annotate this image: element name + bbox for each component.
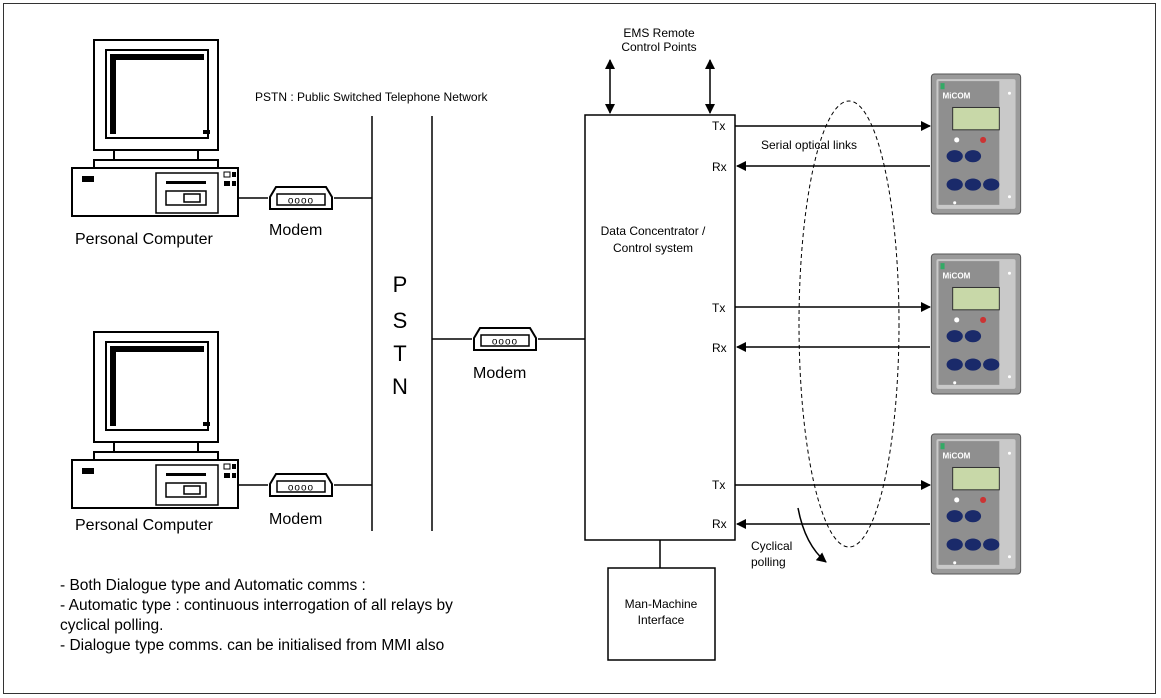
personal-computer-icon bbox=[71, 39, 239, 217]
note-line: - Both Dialogue type and Automatic comms… bbox=[60, 577, 366, 594]
tx-label: Tx bbox=[712, 301, 725, 315]
protection-relay-icon bbox=[930, 73, 1022, 215]
modem-icon bbox=[269, 473, 333, 497]
tx-label: Tx bbox=[712, 119, 725, 133]
ems-label-line1: EMS Remote bbox=[623, 26, 695, 40]
polling-arrow bbox=[797, 507, 827, 563]
rx-label: Rx bbox=[712, 517, 727, 531]
modem-label: Modem bbox=[473, 365, 526, 382]
concentrator-label-line1: Data Concentrator / bbox=[601, 224, 706, 238]
tx-label: Tx bbox=[712, 478, 725, 492]
mmi-box bbox=[607, 567, 716, 661]
rx-label: Rx bbox=[712, 160, 727, 174]
polling-label-line2: polling bbox=[751, 555, 786, 569]
personal-computer-label: Personal Computer bbox=[75, 517, 214, 534]
polling-ellipse bbox=[798, 100, 900, 548]
serial-links-label: Serial optical links bbox=[761, 138, 857, 152]
pstn-letter-p: P bbox=[393, 272, 408, 297]
pstn-title: PSTN : Public Switched Telephone Network bbox=[255, 90, 489, 104]
personal-computer-label: Personal Computer bbox=[75, 231, 214, 248]
modem-icon bbox=[269, 186, 333, 210]
protection-relay-icon bbox=[930, 253, 1022, 395]
pstn-letter-t: T bbox=[393, 341, 406, 366]
protection-relay-icon bbox=[930, 433, 1022, 575]
personal-computer-icon bbox=[71, 331, 239, 509]
data-concentrator-box bbox=[584, 114, 736, 541]
polling-label-line1: Cyclical bbox=[751, 539, 792, 553]
modem-label: Modem bbox=[269, 222, 322, 239]
concentrator-label-line2: Control system bbox=[613, 241, 693, 255]
pstn-letter-s: S bbox=[393, 308, 408, 333]
ems-label-line2: Control Points bbox=[621, 40, 696, 54]
modem-icon bbox=[473, 327, 537, 351]
pstn-letter-n: N bbox=[392, 374, 408, 399]
note-line: - Automatic type : continuous interrogat… bbox=[60, 597, 453, 634]
note-line: - Dialogue type comms. can be initialise… bbox=[60, 637, 445, 654]
rx-label: Rx bbox=[712, 341, 727, 355]
notes-block: - Both Dialogue type and Automatic comms… bbox=[60, 576, 500, 656]
modem-label: Modem bbox=[269, 511, 322, 528]
diagram-frame bbox=[3, 3, 1156, 694]
mmi-label-line1: Man-Machine bbox=[625, 597, 698, 611]
mmi-label-line2: Interface bbox=[638, 613, 685, 627]
